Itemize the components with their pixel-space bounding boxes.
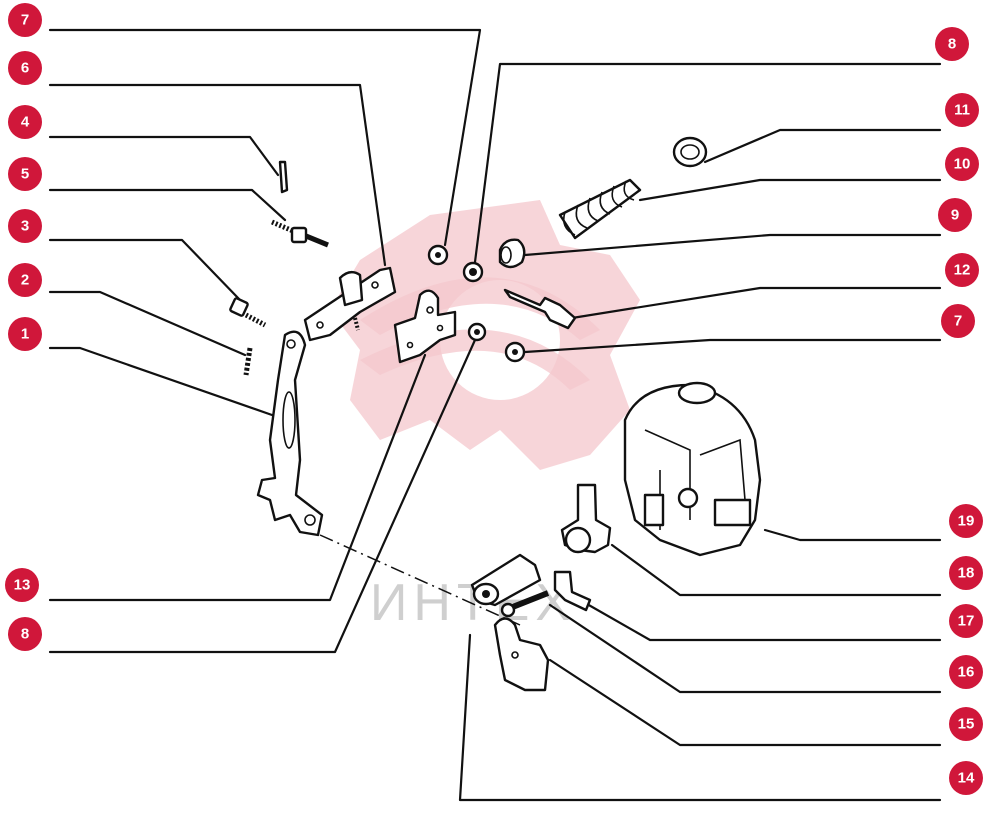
svg-text:7: 7 [21,12,29,29]
part-5-bolt [271,219,329,248]
callout-3: 3 [8,209,42,243]
leader-lines [48,28,942,802]
part-3-screw [229,297,267,328]
callout-7-top-left: 7 [8,3,42,37]
callout-4: 4 [8,105,42,139]
callout-6: 6 [8,51,42,85]
svg-text:9: 9 [951,207,959,224]
callout-15: 15 [949,707,983,741]
svg-text:8: 8 [948,36,956,53]
callout-7-right: 7 [941,304,975,338]
callout-14: 14 [949,761,983,795]
svg-text:13: 13 [14,577,31,594]
callout-1: 1 [8,317,42,351]
part-8-washer-top [462,261,484,283]
svg-text:2: 2 [21,272,29,289]
part-16-shaft [500,590,550,618]
svg-text:11: 11 [954,102,970,119]
svg-text:5: 5 [21,166,29,183]
callout-16: 16 [949,655,983,689]
part-17-small-plate [553,570,592,612]
part-13-plate [393,289,457,364]
svg-text:15: 15 [958,716,975,733]
part-14-sleeve [470,553,542,607]
svg-text:16: 16 [958,664,975,681]
watermark-text: ИНТЕХ [370,574,576,632]
part-18-cam [560,483,612,554]
axis-line [319,534,521,626]
callout-5: 5 [8,157,42,191]
part-15-bracket [493,617,550,692]
svg-text:10: 10 [954,156,971,173]
svg-text:12: 12 [954,262,971,279]
part-19-housing [623,381,762,557]
callout-12: 12 [945,253,979,287]
callouts: 7 6 4 5 3 2 1 13 8 8 11 10 9 12 7 19 18 … [5,3,983,795]
svg-text:8: 8 [21,626,29,643]
svg-text:19: 19 [958,513,975,530]
part-7-nut-top [427,244,449,266]
part-10-spring [558,178,642,240]
svg-text:7: 7 [954,313,962,330]
svg-text:14: 14 [958,770,975,787]
part-2-pin [243,347,253,376]
callout-17: 17 [949,604,983,638]
callout-9: 9 [938,198,972,232]
callout-2: 2 [8,263,42,297]
part-12-pin [503,288,577,330]
svg-text:4: 4 [21,114,30,131]
callout-8-right: 8 [935,27,969,61]
svg-text:6: 6 [21,60,29,77]
callout-18: 18 [949,556,983,590]
svg-text:3: 3 [21,218,29,235]
callout-19: 19 [949,504,983,538]
callout-8-left: 8 [8,617,42,651]
part-1-lever [256,330,324,537]
part-8-washer-lower [467,322,487,342]
callout-13: 13 [5,568,39,602]
part-9-bushing [498,238,526,269]
callout-10: 10 [945,147,979,181]
svg-text:18: 18 [958,565,975,582]
callout-11: 11 [945,93,979,127]
part-7-nut-lower [504,341,526,363]
part-11-cap [672,136,708,168]
part-6-bracket [303,266,397,342]
watermark-logo: ИНТЕХ [330,200,640,632]
svg-text:17: 17 [958,613,975,630]
svg-text:1: 1 [21,326,29,343]
part-4-cotter-pin [278,160,289,194]
